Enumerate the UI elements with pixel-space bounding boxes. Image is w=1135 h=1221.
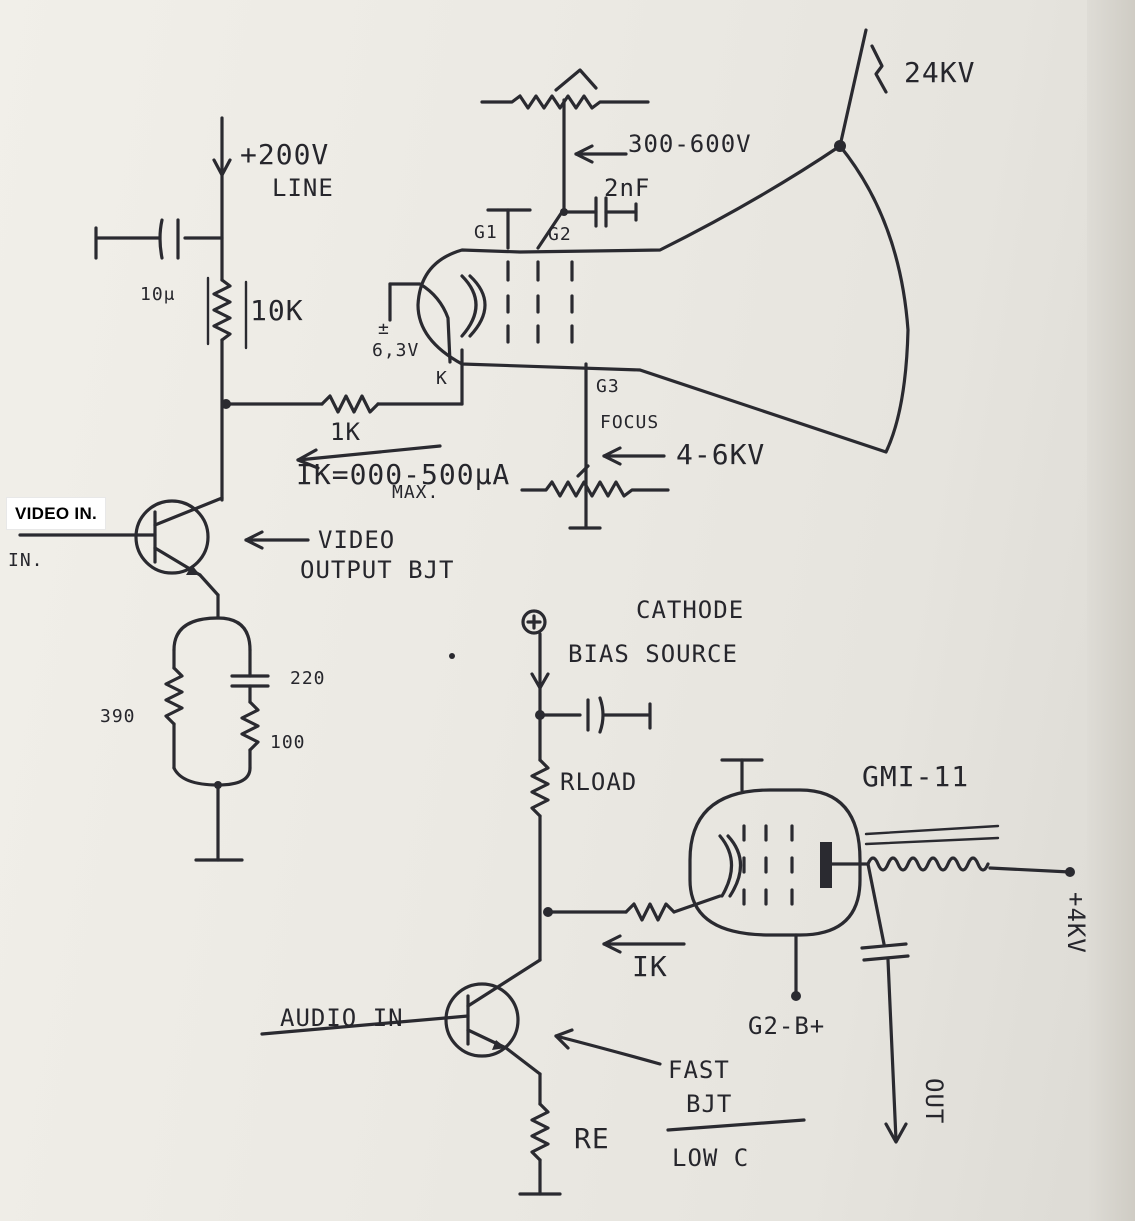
focus-voltage-label: 4-6KV: [676, 438, 765, 471]
cathode-bias-label-1: CATHODE: [636, 596, 744, 624]
heater-voltage-label: 6,3V: [372, 340, 419, 361]
video-bjt-label-1: VIDEO: [318, 526, 395, 554]
res-390-label: 390: [100, 706, 136, 727]
fast-bjt-label-1: FAST: [668, 1056, 730, 1084]
res-100-label: 100: [270, 732, 306, 753]
out-label: OUT: [920, 1078, 948, 1124]
crt-tube: [388, 28, 910, 530]
res-1k-label: 1K: [330, 418, 361, 446]
labels: IN. +200V LINE 10μ 10K ± 6,3V K 1K IK=00…: [8, 56, 1090, 1172]
cap-220-label: 220: [290, 668, 326, 689]
ik-lower-label: IK: [632, 950, 668, 983]
res-10k-label: 10K: [250, 294, 304, 327]
g2-voltage-label: 300-600V: [628, 130, 752, 158]
audio-in-label: AUDIO IN: [280, 1004, 404, 1032]
g3-label: G3: [596, 376, 620, 397]
re-label: RE: [574, 1122, 610, 1155]
video-output-bjt: [18, 496, 310, 620]
audio-stage-wiring: [521, 609, 722, 962]
video-stage-wiring: [94, 116, 464, 502]
anode-24kv-label: 24KV: [904, 56, 975, 89]
gmi11-tube: [688, 758, 1075, 1144]
ik-max-label: MAX.: [392, 482, 439, 503]
supply-200v-label: +200V: [240, 138, 329, 171]
g2-bplus-label: G2-B+: [748, 1012, 825, 1040]
paper-edge-shadow: [1087, 0, 1135, 1221]
focus-label: FOCUS: [600, 412, 659, 433]
g1-label: G1: [474, 222, 498, 243]
fast-bjt-label-2: BJT: [686, 1090, 732, 1118]
rload-label: RLOAD: [560, 768, 637, 796]
supply-4kv-label: +4KV: [1062, 892, 1090, 954]
ik-range-label: IK=000-500μA: [296, 458, 510, 491]
audio-fast-bjt: [260, 958, 806, 1196]
cap-10u-label: 10μ: [140, 284, 176, 305]
cathode-k-label: K: [436, 368, 448, 389]
heater-plus-label: ±: [378, 318, 390, 339]
fast-bjt-label-3: LOW C: [672, 1144, 749, 1172]
cap-2nf-label: 2nF: [604, 174, 650, 202]
emitter-network: [164, 616, 270, 862]
video-in-label-box: VIDEO IN.: [6, 497, 107, 530]
g2-label: G2: [548, 224, 572, 245]
ink-dot: [449, 653, 455, 659]
supply-line-label: LINE: [272, 174, 334, 202]
gmi11-label: GMI-11: [862, 760, 969, 793]
video-bjt-label-2: OUTPUT BJT: [300, 556, 455, 584]
cathode-bias-label-2: BIAS SOURCE: [568, 640, 738, 668]
video-in-small-label: IN.: [8, 550, 44, 571]
